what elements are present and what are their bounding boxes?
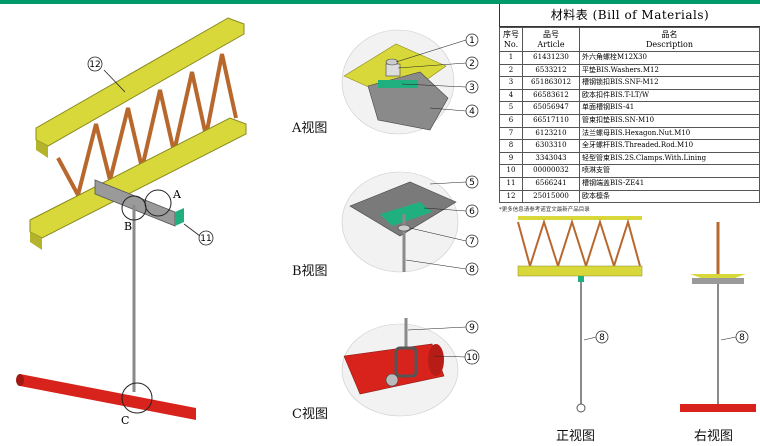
bom-cell-article: 6566241 [522,176,580,191]
bom-cell-desc: 喷淋支管 [579,164,760,178]
bom-cell-no: 9 [499,151,523,166]
bom-cell-desc: 槽钢锁扣BIS.SNF-M12 [579,76,760,90]
bom-cell-article: 66583612 [522,88,580,103]
bom-cell-article: 651863012 [522,76,580,90]
detail-view-a: 1 2 3 4 [341,29,479,135]
bom-cell-desc: 欧本檩条 [579,189,760,204]
bom-cell-desc: 全牙螺杆BIS.Threaded.Rod.M10 [579,139,760,153]
callout-4: 4 [469,107,475,117]
callout-8-front: 8 [599,333,605,343]
bom-cell-article: 00000032 [522,164,580,178]
bom-cell-desc: 外六角螺栓M12X30 [579,51,760,65]
front-view-label: 正视图 [556,429,595,444]
truss-web [56,53,238,201]
bom-cell-desc: 单面槽钢BIS-41 [579,101,760,115]
bom-cell-desc: 管束扣垫BIS.SN-M10 [579,113,760,128]
truss-assembly: 12 11 A B C [16,17,247,427]
point-a-label: A [172,188,182,201]
bom-cell-no: 4 [499,88,523,103]
callout-9: 9 [469,323,475,333]
bom-cell-article: 6303310 [522,139,580,153]
bom-cell-article: 65056947 [522,101,580,115]
bom-cell-desc: 轻型管束BIS.2S.Clamps.With.Lining [579,151,760,166]
right-view-drawing: 8 [680,222,756,412]
bom-cell-no: 8 [499,139,523,153]
bom-cell-article: 6123210 [522,126,580,141]
callout-11: 11 [200,234,211,244]
bom-cell-no: 10 [499,164,523,178]
bom-note: *更多信息请参考诺宜文最新产品目录 [499,207,590,214]
bom-cell-no: 7 [499,126,523,141]
detail-circle-b [121,195,147,221]
bom-cell-article: 6533212 [522,63,580,78]
bom-cell-no: 1 [499,51,523,65]
sprinkler-pipe [20,374,196,420]
callout-5: 5 [469,178,475,188]
top-accent-bar [0,0,760,4]
view-a-label: A视图 [291,121,327,136]
callout-8-right: 8 [739,333,745,343]
bom-cell-article: 61431230 [522,51,580,65]
view-c-label: C视图 [292,407,328,422]
detail-view-c: 9 10 [341,318,480,417]
detail-view-b: 5 6 7 8 [341,171,479,276]
bom-cell-no: 6 [499,113,523,128]
callout-3: 3 [469,83,475,93]
bom-cell-article: 3343043 [522,151,580,166]
bom-cell-no: 5 [499,101,523,115]
callout-10: 10 [466,353,478,363]
bom-cell-article: 66517110 [522,113,580,128]
bom-cell-article: 25015000 [522,189,580,204]
bom-cell-desc: 槽钢端盖BIS-ZE41 [579,176,760,191]
right-view-label: 右视图 [694,429,733,444]
bom-title: 材料表 (Bill of Materials) [499,4,760,27]
callout-8: 8 [469,265,475,275]
bom-cell-desc: 欧本扣件BIS.T-LT/W [579,88,760,103]
bom-cell-desc: 法兰螺母BIS.Hexagon.Nut.M10 [579,126,760,141]
callout-1: 1 [469,36,475,46]
bom-cell-no: 12 [499,189,523,204]
front-view-drawing: 8 [517,216,643,413]
point-b-label: B [124,220,132,233]
bom-cell-no: 11 [499,176,523,191]
view-b-label: B视图 [292,264,328,279]
point-c-label: C [121,414,129,427]
callout-6: 6 [469,207,475,217]
bom-cell-no: 2 [499,63,523,78]
detail-circle-c [121,382,153,414]
callout-2: 2 [469,59,475,69]
bom-cell-no: 3 [499,76,523,90]
callout-7: 7 [469,237,475,247]
bom-cell-desc: 平垫BIS.Washers.M12 [579,63,760,78]
callout-12: 12 [89,60,100,70]
